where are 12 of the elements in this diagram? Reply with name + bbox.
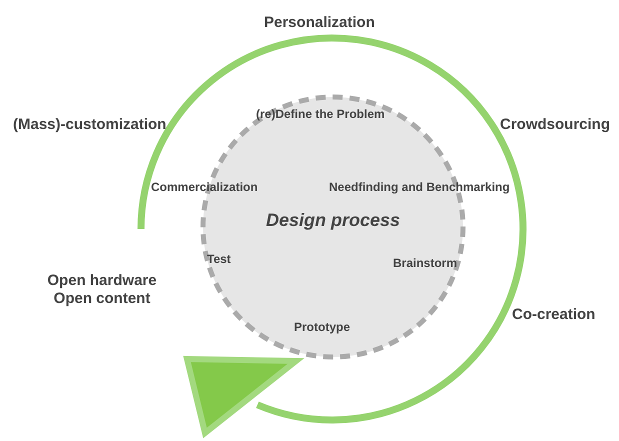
outer-label: Co-creation [512, 306, 596, 324]
outer-label: (Mass)-customization [13, 116, 166, 134]
outer-label: Crowdsourcing [500, 116, 610, 134]
outer-label: Open hardware Open content [46, 272, 158, 308]
step-label: Prototype [294, 320, 350, 334]
step-label: Needfinding and Benchmarking [329, 180, 510, 194]
center-title: Design process [264, 210, 402, 231]
step-label: Commercialization [151, 180, 258, 194]
outer-label: Personalization [264, 14, 375, 32]
step-label: Brainstorm [393, 256, 458, 270]
step-label: Test [207, 252, 231, 266]
step-label: (re)Define the Problem [256, 107, 385, 122]
